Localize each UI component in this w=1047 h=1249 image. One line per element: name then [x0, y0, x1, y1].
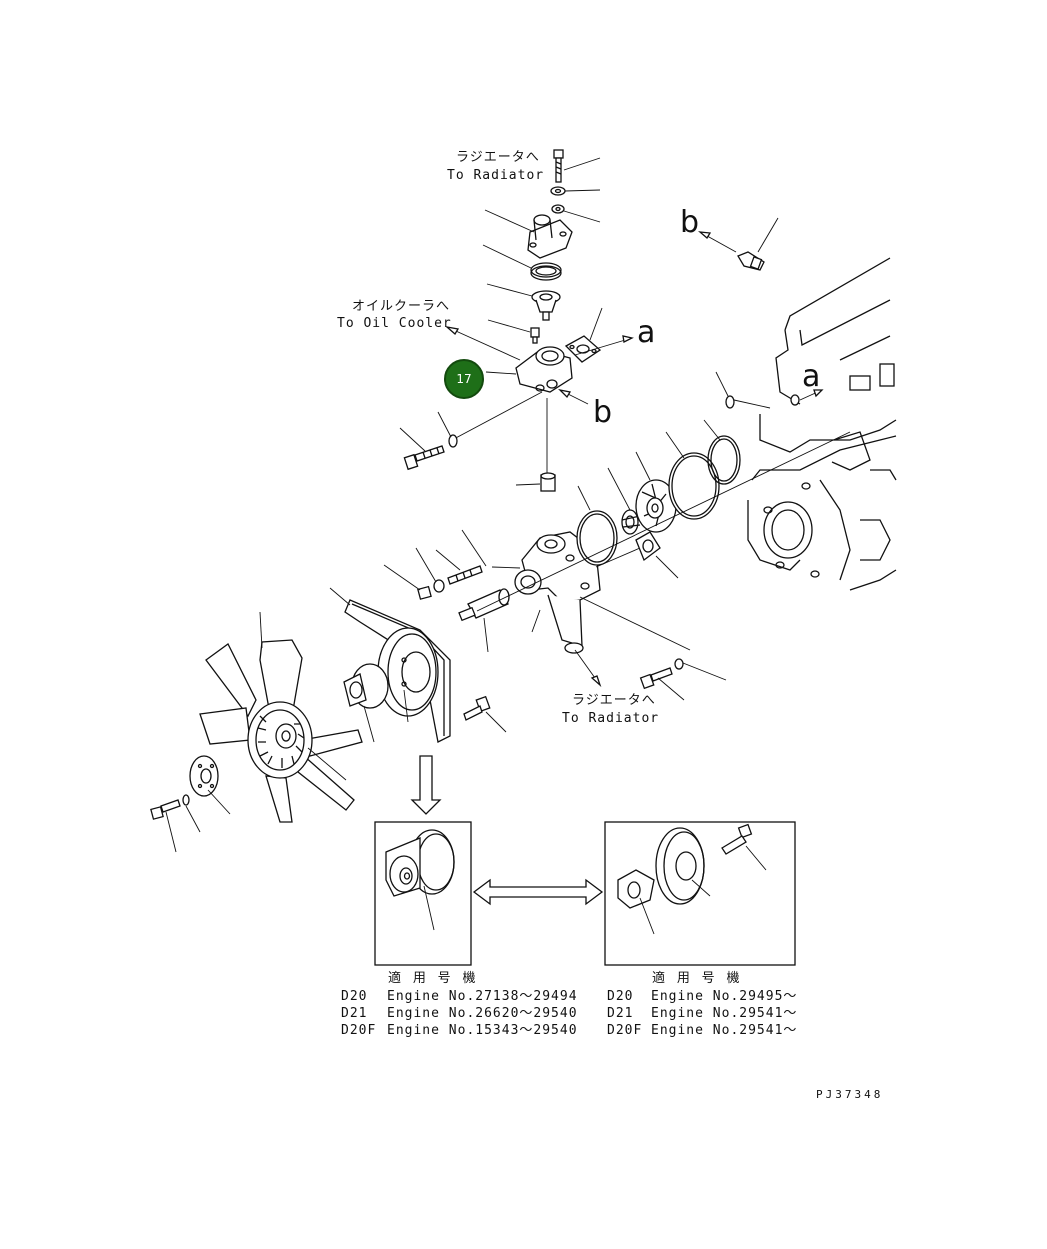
spacer-sleeve [515, 472, 556, 492]
applicability-left-model-3: D20F [341, 1023, 377, 1038]
applicability-right-model-2: D21 [607, 1006, 634, 1021]
applicability-left-heading: 適 用 号 機 [388, 971, 478, 986]
air-bleed-plug [487, 319, 540, 344]
variant-box-left [374, 821, 472, 966]
fan-spacer-plate [189, 755, 231, 815]
callout-oil-cooler-jp: オイルクーラへ [352, 299, 451, 314]
pump-bearing-shaft [458, 588, 510, 653]
long-bolt [399, 411, 458, 471]
top-bolt [553, 149, 601, 183]
callout-radiator-bottom-jp: ラジエータへ [572, 693, 656, 708]
thermostat-housing [485, 346, 573, 393]
o-ring [576, 485, 618, 566]
applicability-right-model-1: D20 [607, 989, 634, 1004]
cooling-fan [199, 611, 363, 823]
fan-hub [343, 663, 389, 743]
applicability-left-range-3: Engine No.15343〜29540 [387, 1023, 578, 1038]
down-arrow [410, 755, 442, 815]
applicability-right-range-2: Engine No.29541〜 [651, 1006, 798, 1021]
housing-gasket [665, 431, 720, 520]
seal-ring [482, 244, 562, 281]
drawing-id: PJ37348 [816, 1088, 884, 1101]
applicability-right-heading: 適 用 号 機 [652, 971, 742, 986]
callout-oil-cooler-en: To Oil Cooler [337, 316, 452, 331]
ref-letter-b-sensor: b [680, 205, 700, 240]
top-washer [550, 186, 601, 223]
gasket [564, 307, 603, 363]
thermostat-cover [484, 209, 573, 259]
fan-bolt [150, 794, 201, 853]
mechanical-seal [607, 467, 641, 535]
part-number-marker[interactable]: 17 [444, 359, 484, 399]
pump-gasket [635, 531, 679, 579]
double-arrow [472, 878, 604, 906]
engine-block [715, 257, 897, 591]
applicability-left-range-2: Engine No.26620〜29540 [387, 1006, 578, 1021]
callout-radiator-bottom-en: To Radiator [562, 711, 660, 726]
pulley-bolt [463, 695, 507, 733]
ref-letter-a-right: a [637, 315, 656, 350]
applicability-left-range-1: Engine No.27138〜29494 [387, 989, 578, 1004]
snap-ring [703, 419, 741, 485]
applicability-right-range-1: Engine No.29495〜 [651, 989, 798, 1004]
ref-letter-a-engine: a [802, 359, 821, 394]
ref-letter-b-below: b [593, 395, 613, 430]
variant-box-right [604, 821, 796, 966]
callout-radiator-top-jp: ラジエータへ [456, 150, 540, 165]
lower-bolt [639, 658, 727, 701]
thermostat [486, 283, 561, 321]
stud-bolt [383, 547, 483, 600]
applicability-left-model-2: D21 [341, 1006, 368, 1021]
impeller [635, 451, 677, 533]
callout-radiator-top-en: To Radiator [447, 168, 545, 183]
applicability-right-range-3: Engine No.29541〜 [651, 1023, 798, 1038]
applicability-left-model-1: D20 [341, 989, 368, 1004]
temperature-sensor [698, 217, 779, 271]
applicability-right-model-3: D20F [607, 1023, 643, 1038]
fan-pulley [377, 627, 439, 723]
